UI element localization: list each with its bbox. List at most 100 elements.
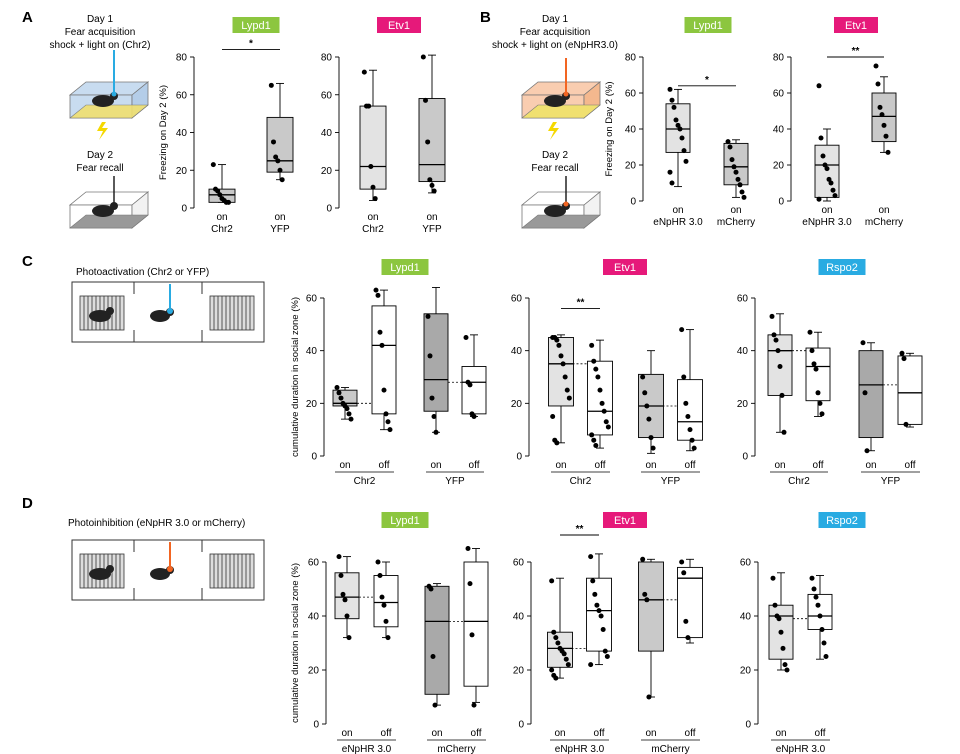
lightning-icon [548, 122, 559, 140]
data-point [595, 374, 601, 380]
box-group: on [332, 385, 358, 471]
day1-label: Day 1 [87, 14, 114, 25]
data-point [373, 287, 379, 293]
data-point [819, 627, 825, 632]
box-group: on [768, 572, 794, 739]
box-group: on [638, 350, 664, 471]
y-tick-label: 20 [625, 161, 637, 172]
data-point [903, 421, 909, 427]
data-point [737, 182, 743, 188]
recall-chamber-illustration [520, 176, 602, 229]
data-point [589, 342, 595, 348]
data-point [372, 196, 378, 202]
y-tick-label: 80 [625, 53, 637, 64]
y-tick-label: 0 [313, 720, 319, 731]
x-tick-label: on [821, 205, 832, 216]
data-point [467, 382, 473, 388]
chart-title: Etv1 [388, 20, 410, 32]
data-point [603, 419, 609, 425]
x-tick-label: off [685, 728, 696, 739]
data-point [604, 654, 610, 659]
data-point [885, 149, 891, 155]
data-point [594, 602, 600, 608]
data-point [784, 667, 790, 673]
y-tick-label: 40 [176, 128, 188, 139]
panel-c-title: Photoactivation (Chr2 or YFP) [76, 267, 209, 278]
group-label: Chr2 [354, 476, 376, 487]
data-point [596, 608, 602, 614]
x-tick-label: off [469, 460, 480, 471]
y-tick-label: 60 [308, 558, 320, 569]
y-tick-label: 60 [625, 89, 637, 100]
data-point [818, 135, 824, 141]
fear-chamber-illustration [68, 50, 150, 140]
box [677, 566, 703, 639]
y-tick-label: 0 [745, 720, 751, 731]
data-point [683, 158, 689, 164]
data-point [899, 350, 905, 356]
data-point [770, 575, 776, 581]
data-point [423, 97, 428, 103]
cage-left [79, 295, 125, 331]
y-tick-label: 60 [740, 558, 752, 569]
x-tick-label: on [645, 460, 656, 471]
data-point [553, 635, 559, 641]
data-point [644, 597, 650, 603]
x-tick-label: Chr2 [211, 224, 233, 235]
x-tick-label: on [555, 460, 566, 471]
chart-title-badge [684, 17, 732, 33]
group-label: mCherry [651, 744, 689, 754]
data-point [336, 390, 342, 396]
significance-marker: * [705, 75, 709, 86]
significance-marker: ** [577, 298, 585, 309]
x-tick-label: on [216, 212, 227, 223]
data-point [560, 361, 566, 367]
data-point [381, 387, 387, 393]
box-group: off [463, 546, 489, 739]
group-label: eNpHR 3.0 [776, 744, 826, 754]
data-point [772, 602, 778, 608]
data-point [862, 390, 868, 396]
data-point [733, 169, 739, 175]
y-tick-label: 40 [306, 346, 318, 357]
box-group: on [548, 334, 574, 471]
data-point [601, 408, 607, 414]
x-tick-label: on [774, 460, 785, 471]
x-tick-label: off [813, 460, 824, 471]
data-point [741, 194, 747, 200]
data-point [683, 618, 689, 624]
data-point [681, 374, 687, 380]
data-point [729, 157, 735, 163]
y-axis-label: Freezing on Day 2 (%) [158, 85, 169, 180]
x-tick-label: on [645, 728, 656, 739]
box-group: off [897, 350, 923, 471]
data-point [381, 602, 387, 608]
data-point [820, 153, 826, 159]
day2-desc: Fear recall [531, 163, 578, 174]
data-point [689, 437, 695, 443]
data-point [725, 139, 731, 145]
box-group: on [638, 556, 664, 739]
data-point [681, 570, 687, 576]
day1-desc-line1: Fear acquisition [520, 27, 591, 38]
day1-desc-line2: shock + light on (eNpHR3.0) [492, 40, 618, 51]
x-tick-label: off [905, 460, 916, 471]
box [424, 585, 450, 695]
data-point [588, 554, 594, 560]
box-group: off [677, 327, 703, 471]
data-point [471, 702, 477, 708]
data-point [215, 188, 221, 194]
data-point [370, 184, 376, 190]
data-point [669, 97, 675, 103]
box-group: on [547, 577, 573, 739]
data-point [781, 429, 787, 435]
day1-desc-line1: Fear acquisition [65, 27, 136, 38]
significance-marker: ** [852, 46, 860, 57]
data-point [383, 618, 389, 624]
y-tick-label: 60 [321, 90, 333, 101]
y-axis-label: cumulative duration in social zone (%) [290, 563, 301, 723]
